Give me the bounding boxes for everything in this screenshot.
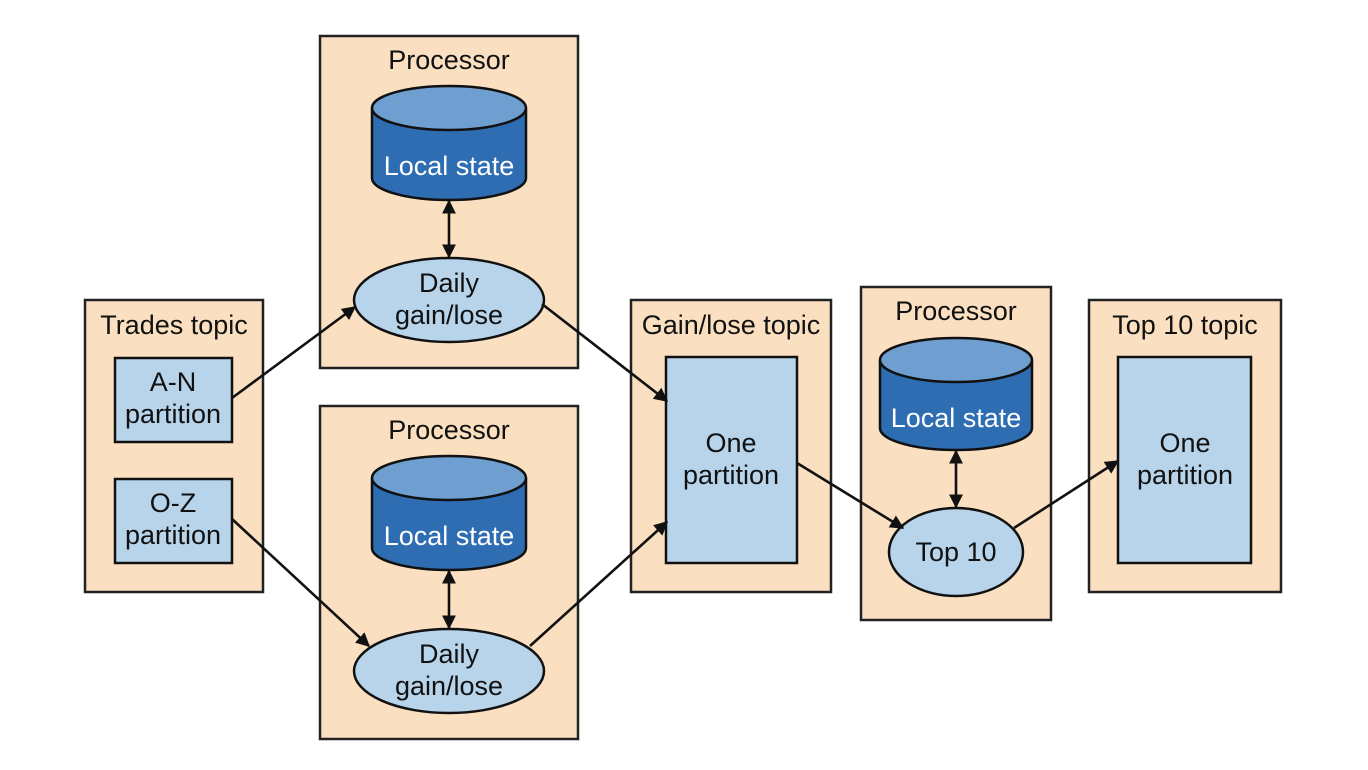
trades-topic-box: Trades topic A-N partition O-Z partition [83,298,265,594]
partition-o-z-label-1: O-Z [150,488,197,518]
processor-bottom-title: Processor [388,415,510,445]
daily-gain-lose-bottom-node: Daily gain/lose [352,627,546,715]
gain-lose-partition-label-2: partition [683,460,779,490]
daily-gain-lose-top-node: Daily gain/lose [352,256,546,344]
daily-gain-lose-bottom-label-1: Daily [419,639,480,669]
gain-lose-one-partition: One partition [664,355,799,565]
top10-topic-title: Top 10 topic [1112,310,1258,340]
daily-gain-lose-bottom-label-2: gain/lose [395,671,503,701]
arrow-top10-to-top10-topic [1013,459,1120,530]
arrow-daily-top-to-gain-lose [541,302,669,403]
top-10-label: Top 10 [915,537,996,567]
partition-o-z-label-2: partition [125,520,221,550]
top10-partition-label-1: One [1159,428,1210,458]
local-state-top-label: Local state [384,151,515,181]
arrow-daily-bottom-to-gain-lose [529,521,669,647]
top-10-node: Top 10 [887,506,1025,598]
partition-a-n: A-N partition [113,356,234,444]
local-state-bottom-db-icon: Local state [370,454,528,572]
top10-topic-box: Top 10 topic One partition [1087,298,1283,594]
local-state-bottom-label: Local state [384,521,515,551]
arrow-oz-to-daily-bottom [231,518,371,647]
partition-a-n-label-1: A-N [150,367,197,397]
partition-o-z: O-Z partition [113,477,234,565]
top10-one-partition: One partition [1116,355,1253,565]
local-state-top-db-icon: Local state [370,84,528,202]
local-state-top10-label: Local state [891,403,1022,433]
top10-partition-label-2: partition [1137,460,1233,490]
daily-gain-lose-top-label-1: Daily [419,268,480,298]
local-state-top10-db-icon: Local state [878,336,1034,452]
arrow-an-to-daily-top [231,305,357,400]
processor-top10-title: Processor [895,296,1017,326]
trades-topic-title: Trades topic [100,310,248,340]
partition-a-n-label-2: partition [125,399,221,429]
processor-top-box: Processor Local state Daily gain/lose [318,34,580,370]
gain-lose-topic-box: Gain/lose topic One partition [629,298,833,594]
gain-lose-topic-title: Gain/lose topic [642,310,821,340]
daily-gain-lose-top-label-2: gain/lose [395,300,503,330]
processor-top-title: Processor [388,45,510,75]
gain-lose-partition-label-1: One [705,428,756,458]
arrow-gain-lose-to-top10 [796,461,905,530]
